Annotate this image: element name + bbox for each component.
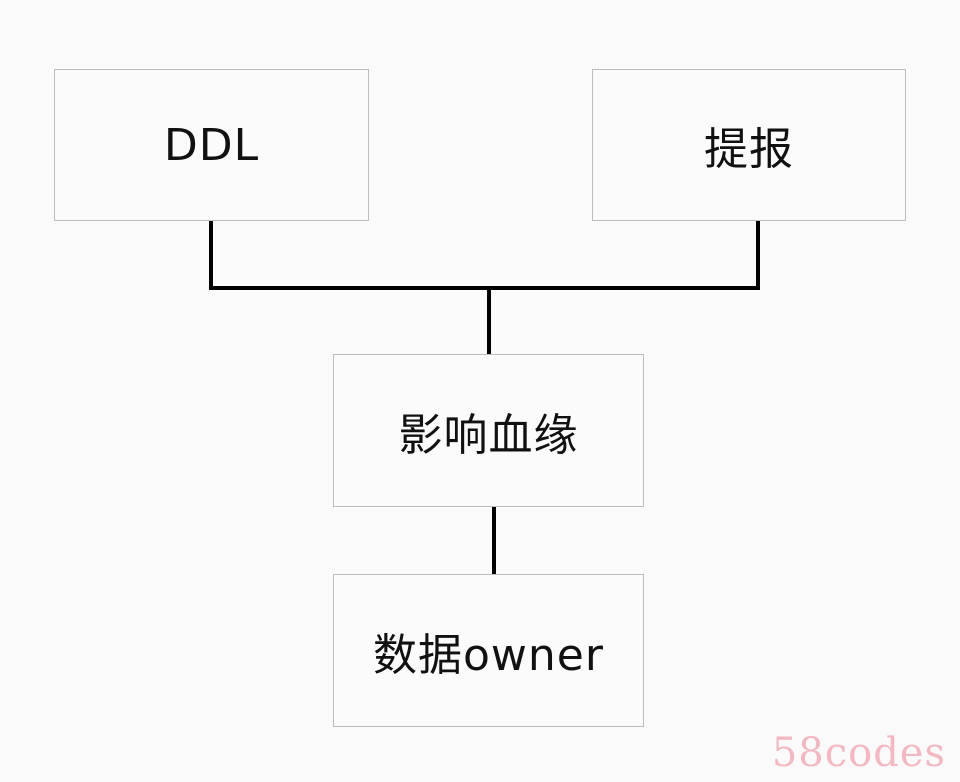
node-report: 提报 <box>592 69 906 221</box>
node-report-label: 提报 <box>704 124 794 175</box>
node-impact-lineage-label: 影响血缘 <box>398 409 579 461</box>
node-impact-lineage: 影响血缘 <box>333 354 644 507</box>
node-data-owner: 数据owner <box>333 574 644 727</box>
connector-report-down <box>756 221 760 289</box>
connector-horizontal-bus <box>209 286 760 290</box>
connector-impact-to-owner <box>492 507 496 574</box>
node-ddl-label: DDL <box>163 119 260 171</box>
watermark-text: 58codes <box>771 730 946 776</box>
node-ddl: DDL <box>54 69 369 221</box>
node-data-owner-label: 数据owner <box>373 629 604 681</box>
connector-ddl-down <box>209 221 213 289</box>
connector-bus-to-impact <box>487 286 491 354</box>
